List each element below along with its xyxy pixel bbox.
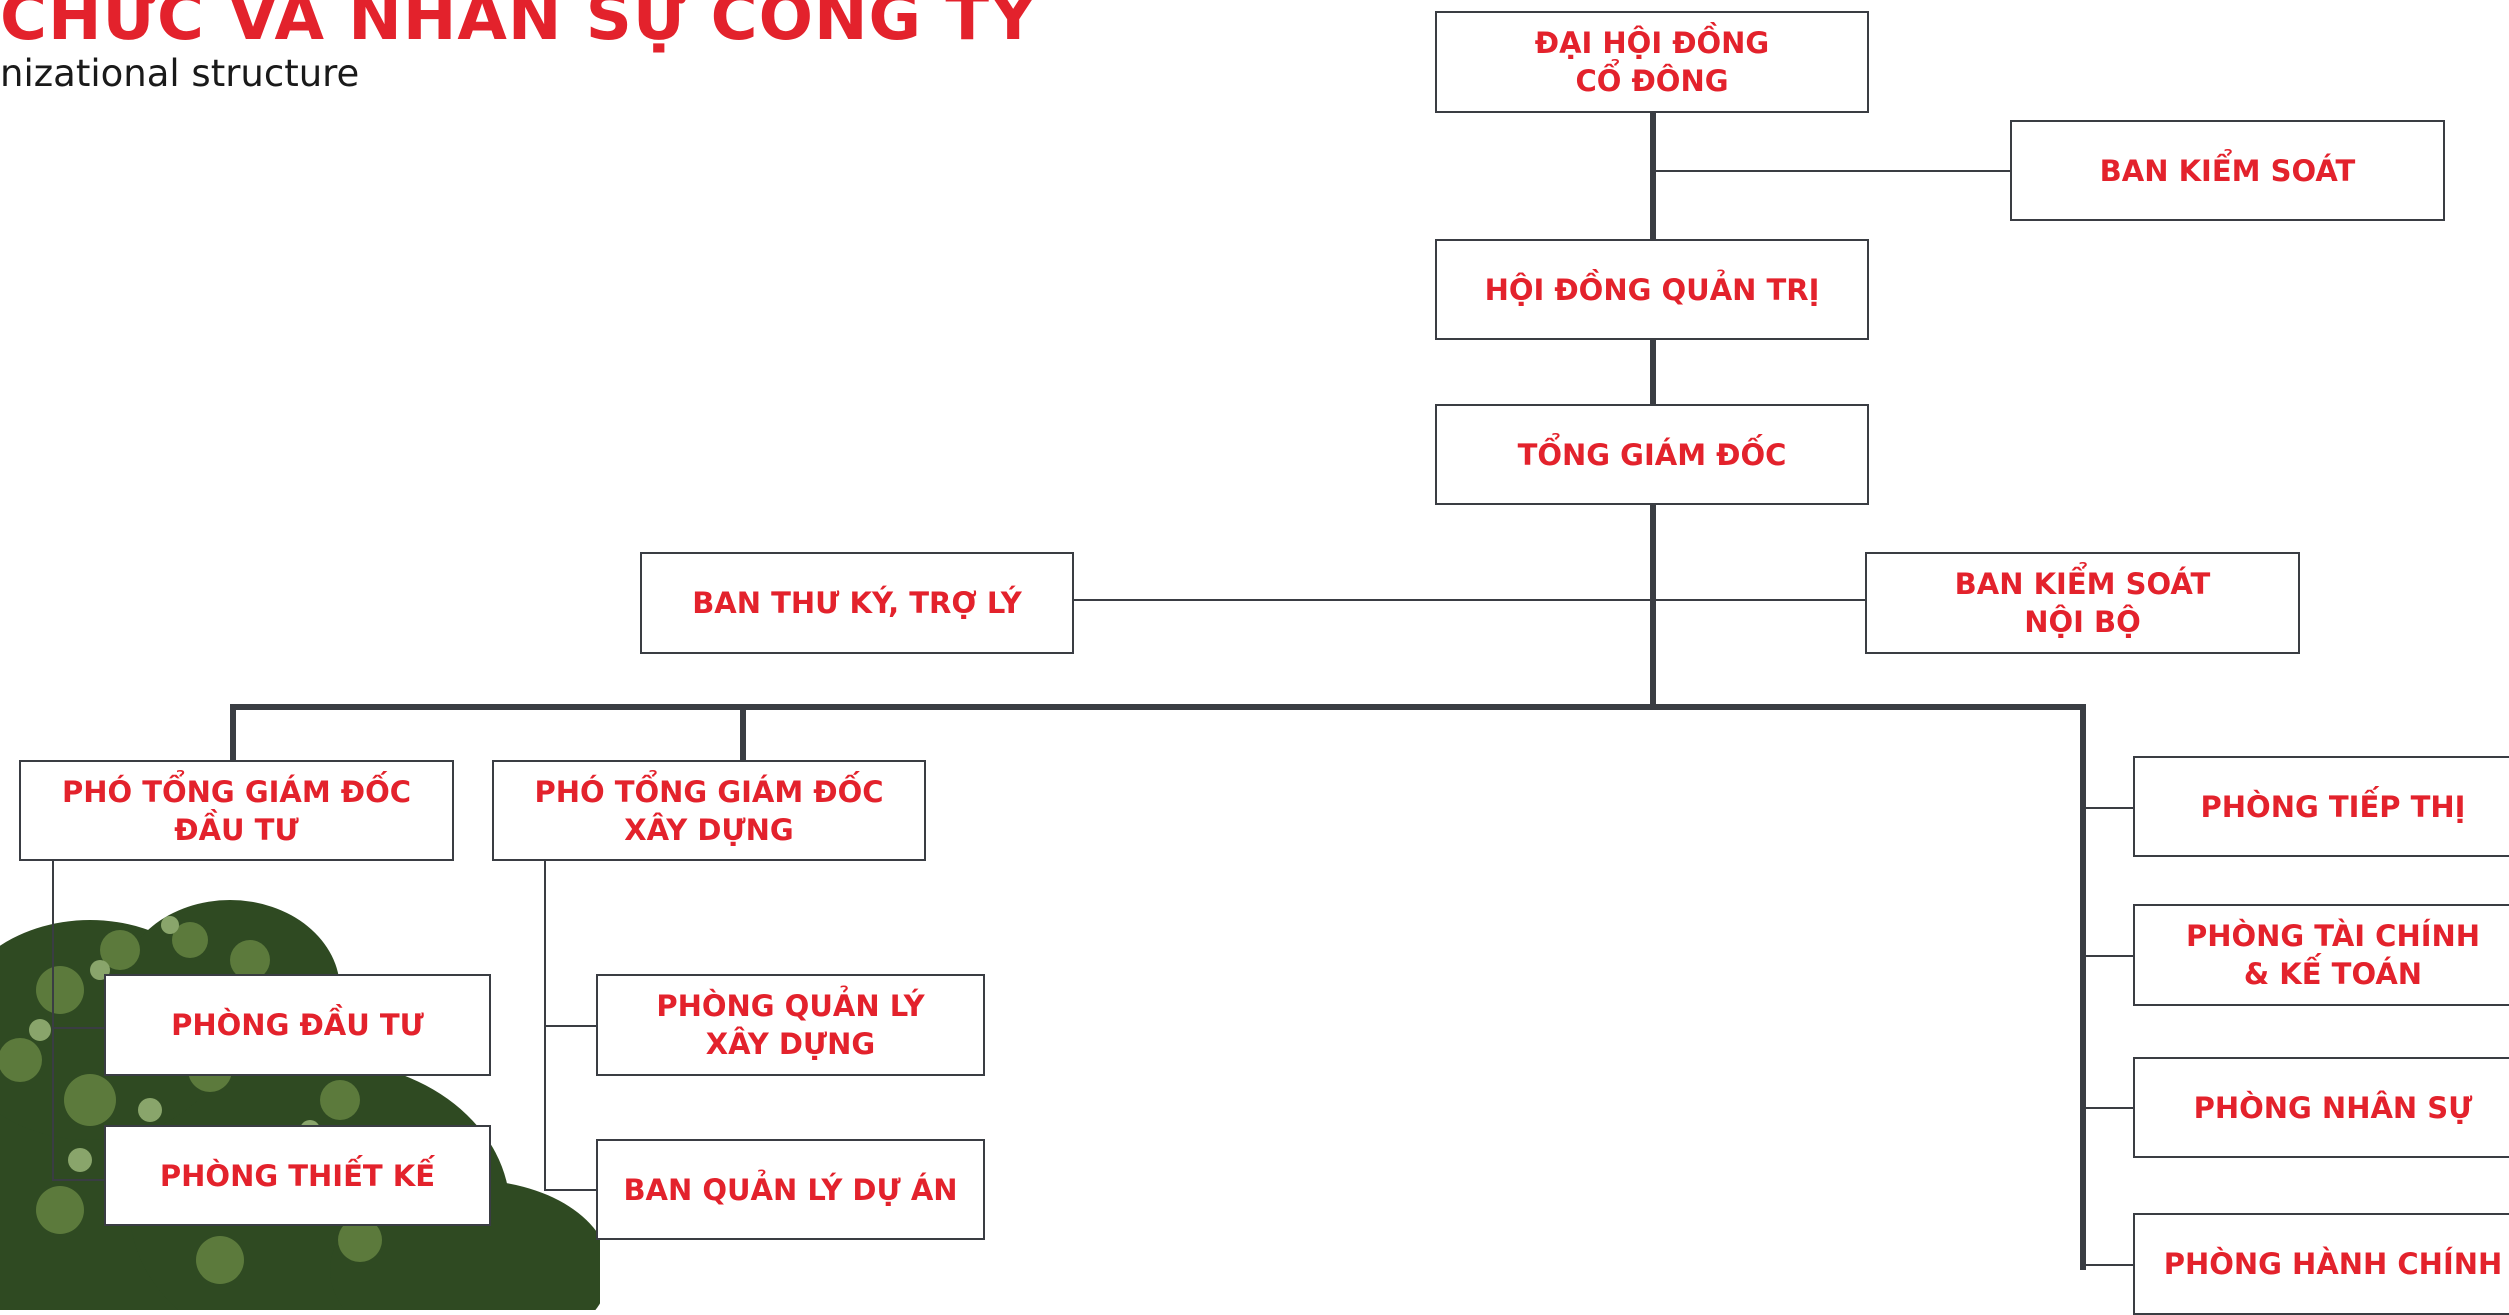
connector-line <box>230 704 2086 710</box>
connector-line <box>52 861 54 1181</box>
connector-line <box>2083 1107 2135 1109</box>
dept-admin-box: PHÒNG HÀNH CHÍNH <box>2133 1213 2509 1315</box>
connector-line <box>52 1027 106 1029</box>
secretary-box: BAN THƯ KÝ, TRỢ LÝ <box>640 552 1074 654</box>
connector-line <box>2083 1264 2135 1266</box>
connector-line <box>544 1189 597 1191</box>
connector-line <box>1073 599 1866 601</box>
dept-design-box: PHÒNG THIẾT KẾ <box>104 1125 491 1226</box>
dept-construction-mgmt-box: PHÒNG QUẢN LÝ XÂY DỰNG <box>596 974 985 1076</box>
project-mgmt-box: BAN QUẢN LÝ DỰ ÁN <box>596 1139 985 1240</box>
ceo-box: TỔNG GIÁM ĐỐC <box>1435 404 1869 505</box>
dept-marketing-box: PHÒNG TIẾP THỊ <box>2133 756 2509 857</box>
connector-line <box>52 1179 106 1181</box>
connector-line <box>544 1025 597 1027</box>
connector-line <box>1650 110 1656 240</box>
connector-line <box>1650 503 1656 710</box>
connector-line <box>740 704 746 760</box>
page-subtitle: nizational structure <box>0 52 359 95</box>
connector-line <box>2080 704 2086 1270</box>
supervisory-board-box: BAN KIỂM SOÁT <box>2010 120 2445 221</box>
deputy-construction-box: PHÓ TỔNG GIÁM ĐỐC XÂY DỰNG <box>492 760 926 861</box>
tree-foliage-image <box>0 880 600 1310</box>
internal-audit-box: BAN KIỂM SOÁT NỘI BỘ <box>1865 552 2300 654</box>
connector-line <box>1650 338 1656 404</box>
dept-hr-box: PHÒNG NHÂN SỰ <box>2133 1057 2509 1158</box>
deputy-investment-box: PHÓ TỔNG GIÁM ĐỐC ĐẦU TƯ <box>19 760 454 861</box>
connector-line <box>1653 170 2011 172</box>
board-of-directors-box: HỘI ĐỒNG QUẢN TRỊ <box>1435 239 1869 340</box>
dept-investment-box: PHÒNG ĐẦU TƯ <box>104 974 491 1076</box>
shareholders-box: ĐẠI HỘI ĐỒNG CỔ ĐÔNG <box>1435 11 1869 113</box>
connector-line <box>2083 807 2135 809</box>
connector-line <box>2083 955 2135 957</box>
connector-line <box>230 704 236 760</box>
dept-finance-box: PHÒNG TÀI CHÍNH & KẾ TOÁN <box>2133 904 2509 1006</box>
page-title: CHỨC VÀ NHÂN SỰ CÔNG TY <box>0 0 1037 58</box>
